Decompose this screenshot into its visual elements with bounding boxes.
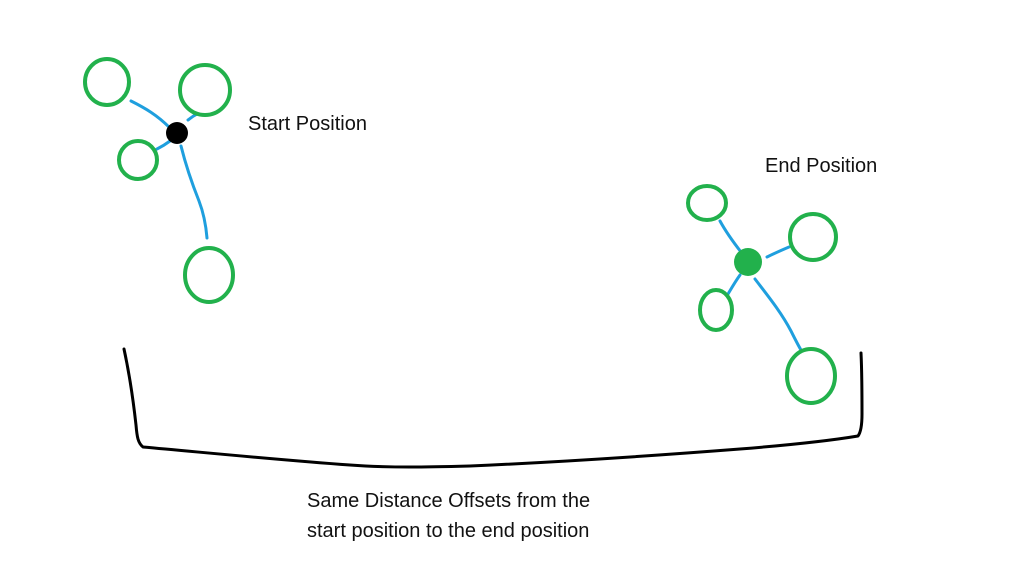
start-link-top-left (129, 99, 172, 130)
end-position-label: End Position (765, 155, 878, 177)
end-links (718, 219, 803, 352)
end-node-top-right (788, 212, 838, 262)
caption-line-2: start position to the end position (307, 520, 590, 542)
start-link-bottom (179, 144, 209, 240)
start-links (129, 99, 209, 240)
start-node-bottom (183, 246, 235, 304)
start-node-top-left (83, 57, 131, 107)
end-link-left (726, 273, 742, 296)
start-node-top-right (178, 63, 232, 117)
start-nodes (83, 57, 235, 304)
end-link-top-right (765, 245, 791, 259)
start-position-label: Start Position (248, 113, 367, 135)
start-center-point (166, 122, 188, 144)
end-node-top-left (686, 184, 728, 222)
end-node-bottom (785, 347, 837, 405)
end-center-point (734, 248, 762, 276)
end-link-bottom (753, 277, 803, 352)
end-node-left (698, 288, 734, 332)
start-link-left (155, 139, 172, 151)
caption: Same Distance Offsets from the start pos… (307, 486, 590, 546)
start-node-left (117, 139, 159, 181)
distance-bracket (122, 347, 864, 469)
end-nodes (686, 184, 838, 405)
end-link-top-left (718, 219, 743, 254)
caption-line-1: Same Distance Offsets from the (307, 490, 591, 512)
